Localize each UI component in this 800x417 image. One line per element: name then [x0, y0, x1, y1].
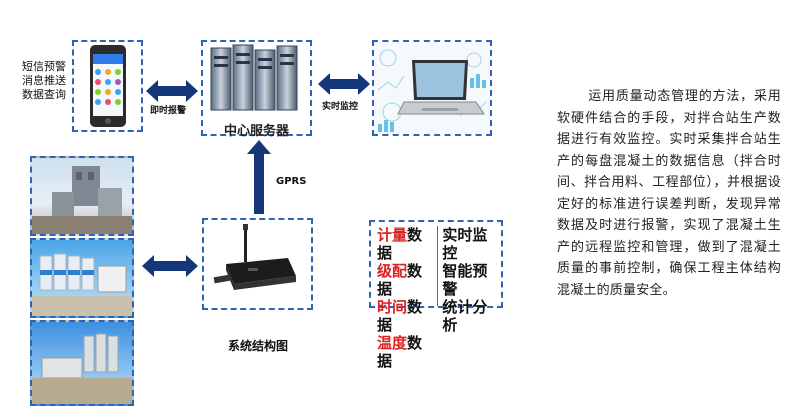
smartphone-icon [90, 45, 126, 127]
function-realtime-monitoring: 实时监控 [442, 226, 488, 262]
functions-list: 实时监控 智能预警 统计分析 [438, 226, 497, 334]
data-items-list: 计量数据 级配数据 时间数据 温度数据 [377, 226, 439, 370]
gprs-modem-icon [213, 224, 296, 290]
function-statistical-analysis: 统计分析 [442, 298, 488, 334]
data-query-label: 数据查询 [22, 88, 66, 101]
double-arrow-right [318, 73, 370, 95]
mixing-plant-photo-1 [30, 156, 134, 236]
function-smart-alert: 智能预警 [442, 262, 488, 298]
double-arrow-plants [142, 255, 198, 277]
description-paragraph: 运用质量动态管理的方法，采用软硬件结合的手段，对拌合站生产数据进行有效监控。实时… [557, 89, 781, 298]
data-item-temperature: 温度数据 [377, 334, 423, 370]
message-push-label: 消息推送 [22, 74, 66, 87]
phone-feature-labels: 短信预警 消息推送 数据查询 [14, 60, 74, 102]
instant-alarm-label: 即时报警 [150, 106, 187, 116]
data-item-metering: 计量数据 [377, 226, 423, 262]
gprs-device-box [202, 218, 313, 310]
realtime-monitor-label: 实时监控 [322, 102, 359, 112]
system-diagram-caption: 系统结构图 [228, 339, 289, 353]
data-item-grading: 级配数据 [377, 262, 423, 298]
data-function-box: 计量数据 级配数据 时间数据 温度数据 实时监控 智能预警 统计分析 [369, 220, 503, 370]
gprs-label: GPRS [276, 176, 307, 187]
sms-alert-label: 短信预警 [22, 60, 66, 73]
mixing-plant-photo-2 [30, 238, 134, 318]
laptop-dashboard-icon [374, 42, 490, 134]
monitor-box [372, 40, 492, 136]
mixing-plant-photo-3 [30, 320, 134, 406]
server-rack-icon [210, 44, 298, 111]
server-box: 中心服务器 [201, 40, 312, 139]
gprs-up-arrow [247, 140, 271, 214]
phone-box [72, 40, 143, 132]
central-server-label: 中心服务器 [223, 124, 289, 139]
double-arrow-left [146, 80, 198, 102]
data-item-time: 时间数据 [377, 298, 423, 334]
